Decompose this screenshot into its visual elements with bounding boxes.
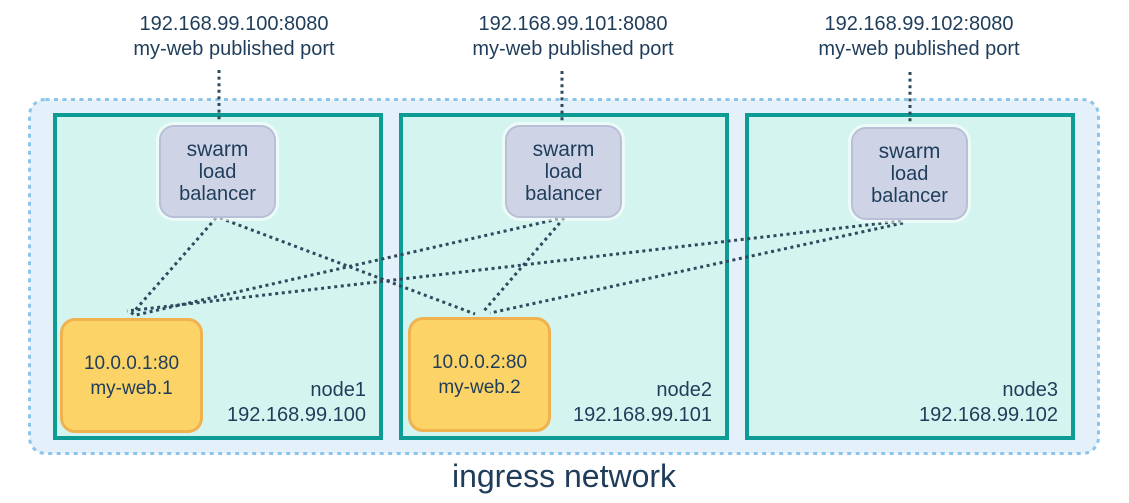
task-my-web-2: 10.0.0.2:80 my-web.2 bbox=[408, 317, 551, 432]
edge-lb2-task2 bbox=[481, 217, 566, 313]
lb-label-line: balancer bbox=[525, 182, 602, 205]
task-address: 10.0.0.1:80 bbox=[83, 352, 180, 374]
published-port-caption: my-web published port bbox=[472, 38, 674, 60]
node-label: node3 192.168.99.102 bbox=[919, 378, 1058, 428]
lb-label-line: balancer bbox=[871, 184, 948, 207]
ingress-network-label: ingress network bbox=[451, 458, 677, 494]
node-box-2: node2 192.168.99.101 bbox=[399, 113, 729, 440]
edge-lb3-task1 bbox=[126, 219, 902, 313]
lb-label-line: balancer bbox=[179, 182, 256, 205]
node-label: node1 192.168.99.100 bbox=[227, 378, 366, 428]
published-port-label-2: 192.168.99.101:8080 my-web published por… bbox=[423, 12, 723, 62]
lb-label-line: load bbox=[198, 160, 237, 183]
published-port-address: 192.168.99.100:8080 bbox=[139, 13, 329, 35]
edge-lb1-task2 bbox=[219, 216, 476, 316]
swarm-load-balancer-node3: swarm load balancer bbox=[851, 127, 968, 220]
published-port-label-3: 192.168.99.102:8080 my-web published por… bbox=[769, 12, 1069, 62]
edge-lb3-task2 bbox=[489, 221, 904, 315]
node-ip: 192.168.99.101 bbox=[572, 404, 712, 426]
node-name: node3 bbox=[1002, 379, 1058, 401]
edge-lb1-task1 bbox=[128, 217, 218, 317]
swarm-load-balancer-node2: swarm load balancer bbox=[505, 125, 622, 218]
published-port-address: 192.168.99.101:8080 bbox=[478, 13, 668, 35]
published-port-address: 192.168.99.102:8080 bbox=[824, 13, 1014, 35]
node-label: node2 192.168.99.101 bbox=[573, 378, 712, 428]
node-name: node1 bbox=[310, 379, 366, 401]
node-ip: 192.168.99.100 bbox=[226, 404, 366, 426]
lb-label-line: swarm bbox=[532, 137, 595, 161]
published-port-caption: my-web published port bbox=[818, 38, 1020, 60]
node-box-3: node3 192.168.99.102 bbox=[745, 113, 1075, 440]
lb-label-line: load bbox=[544, 160, 583, 183]
lb-label-line: swarm bbox=[186, 137, 249, 161]
lb-label-line: load bbox=[890, 162, 929, 185]
task-name: my-web.2 bbox=[438, 376, 521, 398]
published-port-caption: my-web published port bbox=[133, 38, 335, 60]
task-my-web-1: 10.0.0.1:80 my-web.1 bbox=[60, 318, 203, 433]
swarm-load-balancer-node1: swarm load balancer bbox=[159, 125, 276, 218]
task-name: my-web.1 bbox=[90, 377, 173, 399]
node-ip: 192.168.99.102 bbox=[918, 404, 1058, 426]
task-address: 10.0.0.2:80 bbox=[431, 351, 528, 373]
node-name: node2 bbox=[656, 379, 712, 401]
published-port-label-1: 192.168.99.100:8080 my-web published por… bbox=[84, 12, 384, 62]
lb-label-line: swarm bbox=[878, 139, 941, 163]
